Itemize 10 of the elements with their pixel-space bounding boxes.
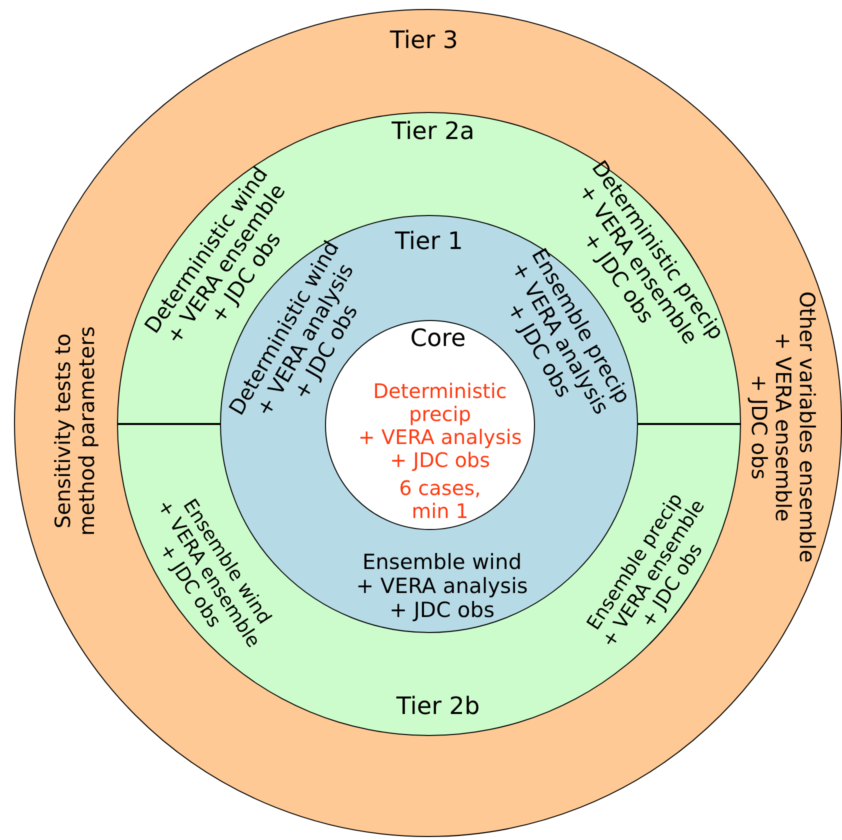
scenario-label: Sensitivity tests to method parameters xyxy=(50,325,100,538)
tier-title: Tier 1 xyxy=(394,228,464,256)
scenario-label: Other variables ensemble + VERA ensemble + JDC obs xyxy=(746,291,820,563)
tier-title: Tier 2b xyxy=(396,693,480,721)
tier-title: Core xyxy=(410,325,466,353)
tier-title: Tier 2a xyxy=(392,118,474,146)
scenario-label: Deterministic precip + VERA analysis + JDC obs xyxy=(357,380,523,472)
scenario-label: Ensemble wind + VERA analysis + JDC obs xyxy=(356,550,528,622)
tier-title: Tier 3 xyxy=(390,27,458,55)
scenario-label: 6 cases, min 1 xyxy=(398,477,482,523)
